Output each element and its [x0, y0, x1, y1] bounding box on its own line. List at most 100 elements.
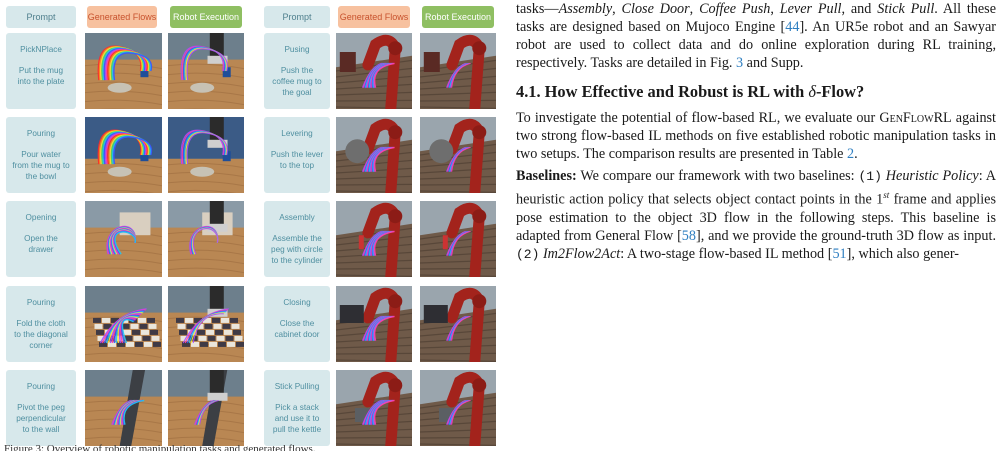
prompt-task-title: Pouring [26, 382, 56, 391]
prompt-instruction: Pick a stack and use it to pull the kett… [272, 403, 322, 434]
prompt-task-title: Stick Pulling [274, 382, 320, 391]
intro-paragraph: tasks—Assembly, Close Door, Coffee Push,… [516, 1, 997, 71]
header-prompt-left: Prompt [6, 6, 76, 28]
flow-trajectories [111, 399, 145, 425]
flow-trajectories [189, 226, 218, 255]
sawyer-arm [362, 34, 403, 109]
generated-flow-image-right-2 [336, 117, 412, 193]
robot-execution-image-left-4 [168, 286, 244, 362]
prompt-task-title: Levering [281, 129, 313, 138]
sawyer-arm [362, 118, 403, 193]
section-heading-4-1: 4.1. How Effective and Robust is RL with… [516, 82, 865, 101]
prompt-instruction: Fold the cloth to the diagonal corner [14, 319, 68, 350]
method-name: GenFlowRL [879, 110, 952, 126]
citation-58[interactable]: 58 [681, 227, 696, 244]
robot-execution-image-left-5 [168, 370, 244, 446]
generated-flow-image-left-4 [85, 286, 162, 362]
evaluation-paragraph: To investigate the potential of flow-bas… [516, 110, 996, 162]
generated-flow-image-right-3 [336, 201, 412, 277]
baselines-paragraph: Baselines: We compare our framework with… [516, 168, 997, 262]
prompt-instruction: Assemble the peg with circle to the cyli… [271, 234, 323, 265]
prompt-instruction: Pour water from the mug to the bowl [12, 150, 70, 181]
generated-flow-image-left-3 [85, 201, 162, 277]
table-2-link[interactable]: 2 [847, 146, 855, 162]
generated-flow-image-right-1 [336, 33, 412, 109]
generated-flow-image-right-4 [336, 286, 412, 362]
citation-44[interactable]: 44 [785, 19, 800, 35]
prompt-instruction: Close the cabinet door [274, 319, 320, 339]
flow-trajectories [446, 146, 471, 172]
prompt-instruction: Put the mug into the plate [17, 66, 65, 86]
robot-execution-image-left-3 [168, 201, 244, 277]
prompt-task-title: Pouring [26, 298, 56, 307]
prompt-instruction: Open the drawer [24, 234, 58, 254]
prompt-instruction: Push the lever to the top [270, 150, 324, 170]
flow-trajectories [182, 308, 229, 344]
prompt-instruction: Pivot the peg perpendicular to the wall [16, 403, 66, 434]
flow-trajectories [180, 45, 228, 81]
robot-execution-image-right-2 [420, 117, 496, 193]
prompt-instruction: Push the coffee mug to the goal [272, 66, 322, 97]
robot-execution-image-left-1 [168, 33, 244, 109]
prompt-task-title: PickNPlace [20, 45, 62, 54]
sawyer-arm [446, 34, 487, 109]
flow-trajectories [99, 308, 147, 344]
task-overview-figure: Prompt Generated Flows Robot Execution P… [0, 0, 500, 451]
sawyer-arm [362, 287, 403, 362]
generated-flow-image-left-2 [85, 117, 162, 193]
robot-execution-image-right-3 [420, 201, 496, 277]
figure-3-link[interactable]: 3 [736, 55, 744, 71]
citation-51[interactable]: 51 [832, 245, 847, 262]
flow-trajectories [194, 399, 219, 425]
flow-trajectories [446, 399, 471, 425]
sawyer-arm [362, 202, 403, 277]
sawyer-arm [446, 287, 487, 362]
baselines-label: Baselines: [516, 168, 577, 184]
header-prompt-right: Prompt [264, 6, 330, 28]
sawyer-arm [446, 371, 487, 446]
sawyer-arm [446, 118, 487, 193]
paper-text-column: tasks—Assembly, Close Door, Coffee Push,… [516, 0, 996, 264]
flow-trajectories [106, 225, 136, 255]
prompt-task-title: Pouring [26, 129, 56, 138]
robot-execution-image-right-5 [420, 370, 496, 446]
header-robot-right: Robot Execution [422, 6, 494, 28]
prompt-task-title: Opening [25, 213, 57, 222]
generated-flow-image-left-1 [85, 33, 162, 109]
robot-execution-image-right-4 [420, 286, 496, 362]
prompt-task-title: Assembly [279, 213, 315, 222]
generated-flow-image-left-5 [85, 370, 162, 446]
robot-execution-image-right-1 [420, 33, 496, 109]
prompt-task-title: Closing [283, 298, 311, 307]
flow-trajectories [361, 399, 395, 425]
flow-trajectories [361, 230, 395, 256]
flow-trajectories [446, 315, 471, 341]
sawyer-arm [362, 371, 403, 446]
flow-trajectories [180, 129, 228, 165]
header-generated-right: Generated Flows [338, 6, 410, 28]
flow-trajectories [97, 129, 153, 165]
flow-trajectories [361, 146, 395, 172]
flow-trajectories [361, 315, 395, 341]
checkered-cloth [176, 317, 244, 347]
header-generated-left: Generated Flows [87, 6, 157, 28]
sawyer-arm [446, 202, 487, 277]
flow-trajectories [97, 45, 153, 81]
flow-trajectories [446, 62, 471, 88]
flow-trajectories [446, 230, 471, 256]
prompt-task-title: Pusing [284, 45, 310, 54]
generated-flow-image-right-5 [336, 370, 412, 446]
flow-trajectories [361, 62, 395, 88]
robot-execution-image-left-2 [168, 117, 244, 193]
figure-caption: Figure 3: Overview of robotic manipulati… [4, 443, 316, 451]
